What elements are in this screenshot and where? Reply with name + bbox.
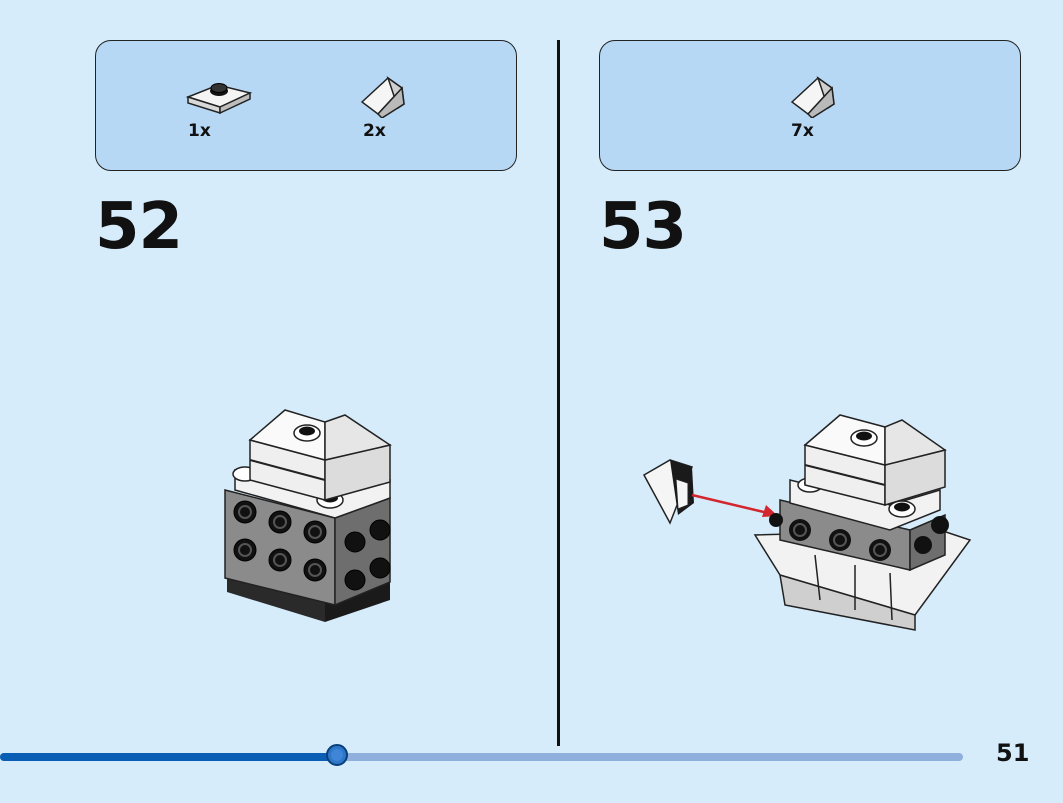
- part-jumper-plate: [184, 75, 254, 117]
- step-number: 53: [599, 190, 687, 264]
- step-number: 52: [95, 190, 183, 264]
- white-jumper-plate-icon: [185, 83, 253, 115]
- progress-fill: [0, 753, 338, 761]
- part-slope: [358, 74, 408, 118]
- step-52-model-illustration: [224, 409, 392, 622]
- part-qty: 1x: [188, 121, 211, 141]
- white-slope-tile-icon: [360, 76, 405, 118]
- part-qty: 7x: [791, 121, 814, 141]
- parts-panel-step-53: 7x: [599, 40, 1021, 171]
- parts-panel-step-52: 1x 2x: [95, 40, 517, 171]
- progress-knob[interactable]: [326, 744, 349, 766]
- white-slope-tile-icon: [790, 76, 835, 118]
- page-divider: [557, 40, 560, 746]
- step-53-model-illustration: [642, 414, 972, 631]
- progress-bar[interactable]: [0, 744, 963, 766]
- part-slope: [788, 74, 838, 118]
- page-number: 51: [996, 739, 1030, 767]
- part-qty: 2x: [363, 121, 386, 141]
